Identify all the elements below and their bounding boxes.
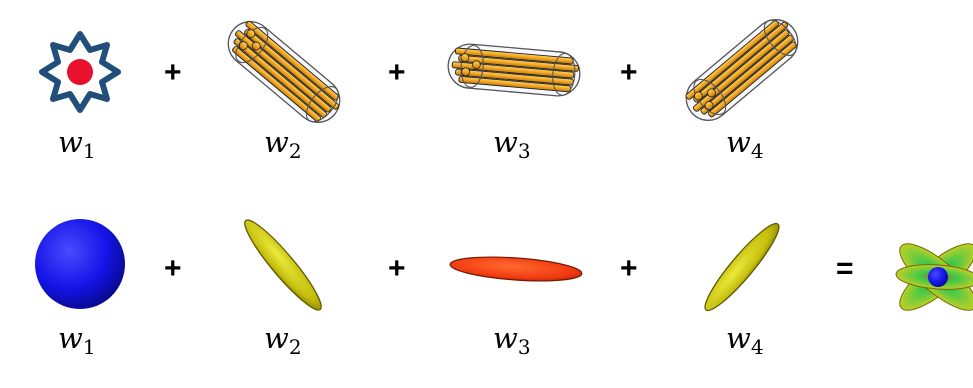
fiber-bundle-icon [676,10,808,130]
fiber-bundle-icon [218,12,350,132]
star-compartment-icon [39,31,121,113]
equals-operator: = [836,252,854,285]
sphere-icon [35,219,125,309]
weight-label: w3 [493,321,531,359]
weight-label: w1 [58,321,96,359]
plus-operator: + [388,252,406,285]
weight-label: w2 [264,321,302,359]
weight-label: w2 [264,125,302,163]
plus-operator: + [388,56,406,89]
weight-label: w4 [726,321,764,359]
plus-operator: + [620,252,638,285]
ellipsoid-icon [449,256,583,282]
weight-label: w1 [58,125,96,163]
multi-lobe-odf-icon [895,243,973,311]
weight-label: w3 [493,125,531,163]
fiber-bundle-icon [445,41,583,99]
plus-operator: + [164,56,182,89]
plus-operator: + [620,56,638,89]
weight-label: w4 [726,125,764,163]
plus-operator: + [164,252,182,285]
ellipsoid-icon [704,222,780,312]
ellipsoid-icon [244,219,322,311]
